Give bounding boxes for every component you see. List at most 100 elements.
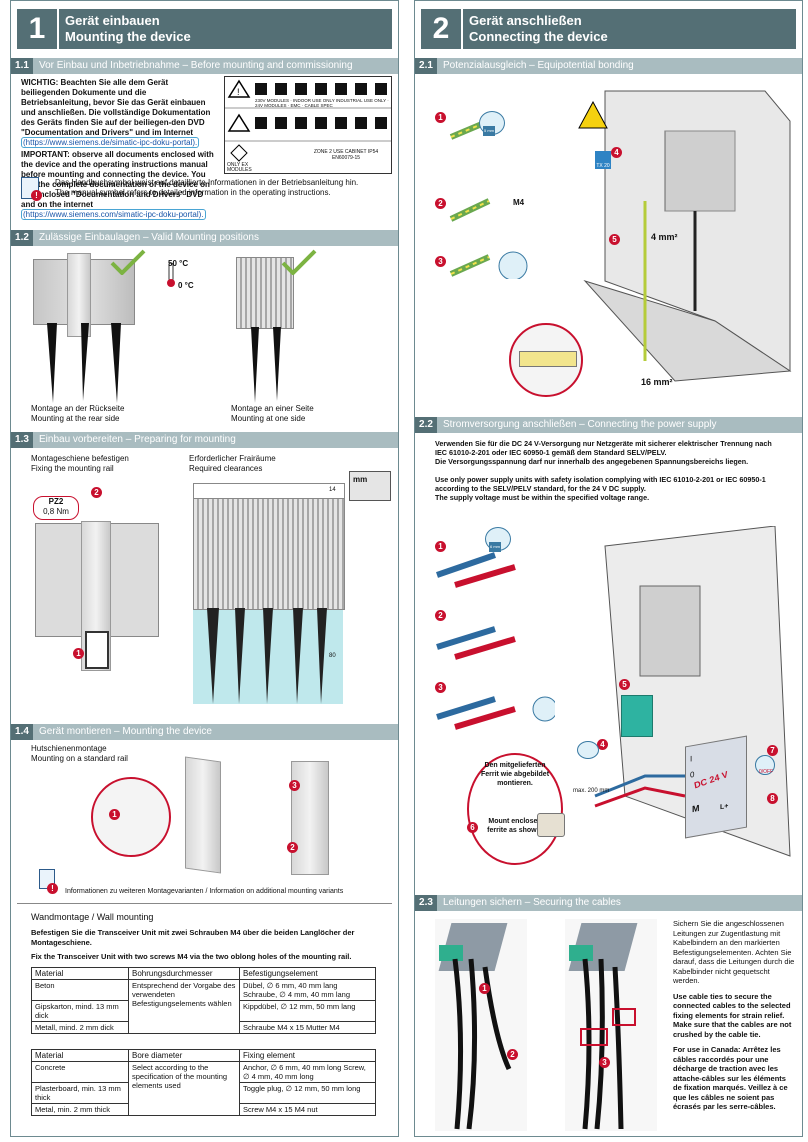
step-6-badge: 6 [467,822,478,833]
power-switch-icon[interactable] [755,755,775,775]
temp-max: 50 °C [168,259,189,268]
title2-de: Gerät anschließen [469,13,582,28]
max-length: max. 200 mm [573,788,610,794]
check-mark-side-icon [281,249,317,275]
device-clearance-view [193,498,345,610]
dc-label: DC 24 V [693,769,729,791]
thermometer-icon [167,263,175,287]
temp-min: 0 °C [178,281,194,290]
step-2-cable-badge: 2 [507,1049,518,1060]
step-3-cable-badge: 3 [599,1057,610,1068]
wire-16mm: 16 mm² [641,377,673,387]
step-8-badge: 8 [767,793,778,804]
caliper-icon: mm [349,471,391,501]
power-text-en: Use only power supply units with safety … [435,475,766,502]
step-3-pe-badge: 3 [435,256,446,267]
wall-de: Befestigen Sie die Transceiver Unit mit … [31,928,355,947]
doc-link-de[interactable]: (https://www.siemens.de/simatic-ipc-doku… [21,137,200,148]
step-1-pwr-badge: 1 [435,541,446,552]
step-4-pwr-badge: 4 [597,739,608,750]
m-terminal: M [692,802,700,815]
step-2-mount-badge: 2 [287,842,298,853]
cables-side-icon [251,327,281,403]
dim-14: 14 [329,487,336,493]
chapter-number: 1 [17,9,59,49]
power-supply-terminal: I 0 DC 24 V M L+ [685,735,747,839]
detail-circle [91,777,171,857]
cable-photo-2: 3 [565,919,657,1131]
ferrite-detail-circle: Den mitgelieferten Ferrit wie abgebildet… [467,753,563,865]
title2-en: Connecting the device [469,29,608,44]
mm-unit: mm [353,475,368,484]
step-3-badge: 3 [289,780,300,791]
cables-rear-icon [47,323,121,403]
step-2-pwr-badge: 2 [435,610,446,621]
safety-symbols-icon: ! [225,79,391,162]
check-mark-icon [110,249,146,275]
m4-label: M4 [513,198,525,207]
switch-off: 0 [690,769,695,780]
ferrite-en: Mount enclosed ferrite as shown. [487,818,543,834]
rail-mounted [291,761,329,875]
step-4-badge: 4 [611,147,622,158]
divider [17,903,392,904]
securing-text: Sichern Sie die angeschlossenen Leitunge… [673,919,795,1111]
dim-80: 80 [329,653,336,659]
terminal-detail-circle [509,323,583,397]
cabinet-drawing-icon [583,90,792,382]
cable-photo-1: 1 2 [435,919,527,1131]
ferrite-core [537,813,565,837]
title-en: Mounting the device [65,29,191,44]
safety-symbols-panel: ! 230V MODULES · INDOOR USE ONLY INDUSTR… [224,76,392,174]
wall-en: Fix the Transceiver Unit with two screws… [31,952,352,961]
power-wire-steps-icon [436,552,555,730]
esd-warning-icon [578,101,608,129]
strip-length-icon: 5 mm [479,111,505,136]
step-5-pwr-badge: 5 [619,679,630,690]
doc-link-en[interactable]: (https://www.siemens.com/simatic-ipc-dok… [21,209,206,220]
title-de: Gerät einbauen [65,13,160,28]
step-1-cable-badge: 1 [479,983,490,994]
info-badge-icon: ! [31,190,42,201]
lplus-terminal: L+ [720,802,729,812]
zone-label: ZONE 2 USE CABINET IP54 EN60079-15 [313,149,379,161]
step-5-badge: 5 [609,234,620,245]
chapter-number-2: 2 [421,9,463,49]
strip-6mm-icon: 6 mm [485,527,511,552]
wall-title: Wandmontage / Wall mounting [31,912,154,922]
power-text-de: Verwenden Sie für die DC 24 V-Versorgung… [435,439,772,466]
step-7-badge: 7 [767,745,778,756]
step-1-detail-badge: 1 [109,809,120,820]
step-3-pwr-badge: 3 [435,682,446,693]
symbol-labels: 230V MODULES · INDOOR USE ONLY INDUSTRIA… [255,98,389,108]
torx-icon: TX 20 [595,151,611,169]
off-label: 0/OFF [759,769,774,775]
rail-perspective [185,756,221,874]
info-badge-2-icon: ! [47,883,58,894]
rail-slide-arrow-icon [85,631,109,669]
top-clearance [193,483,345,499]
step-2-badge: 2 [91,487,102,498]
warning-text: WICHTIG: Beachten Sie alle dem Gerät bei… [21,78,214,220]
svg-text:!: ! [237,87,240,97]
switch-on: I [690,754,693,764]
wire-4mm: 4 mm² [651,232,678,242]
device-side-mount [236,257,294,329]
cables-clearance-icon [207,608,327,704]
step-1-badge: 1 [73,648,84,659]
